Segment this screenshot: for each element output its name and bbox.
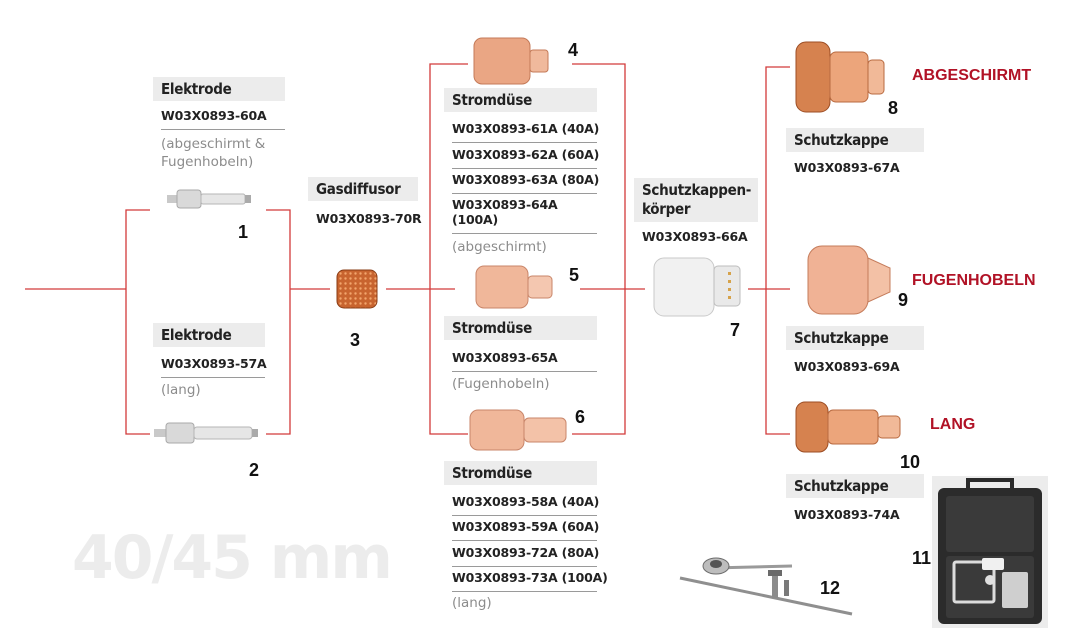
nozzle-5-note: (Fugenhobeln) [452,376,550,392]
shield-cap-10-image[interactable] [794,400,906,454]
nozzle-6-heading: Stromdüse [444,461,597,485]
nozzle-6-note: (lang) [452,595,492,611]
nozzle-5-code: W03X0893-65A [452,350,597,372]
part-number-3: 3 [350,330,361,350]
nozzle-4-code-4: W03X0893-64A (100A) [452,197,597,234]
part-number-7: 7 [730,320,741,340]
shield-cap-9-image[interactable] [806,244,898,316]
shield-body-code: W03X0893-66A [642,229,748,244]
electrode-1-image[interactable] [165,186,255,212]
gas-diffuser-code: W03X0893-70R [316,211,422,226]
tag-lang: LANG [930,416,976,433]
nozzle-4-heading: Stromdüse [444,88,597,112]
tool-case-image[interactable] [932,476,1048,628]
circle-cutting-guide-image[interactable] [676,552,856,618]
size-title: 40/45 mm [72,523,393,593]
nozzle-6-image[interactable] [468,408,570,452]
shield-cap-10-heading: Schutzkappe [786,474,924,498]
shield-cap-9-code: W03X0893-69A [794,359,900,374]
gas-diffuser-image[interactable] [333,266,381,312]
part-number-10: 10 [900,452,921,472]
part-number-1: 1 [238,222,249,242]
electrode-2-image[interactable] [152,418,262,448]
nozzle-4-code-2: W03X0893-62A (60A) [452,147,599,169]
part-number-2: 2 [249,460,260,480]
part-number-8: 8 [888,98,899,118]
nozzle-6-code-2: W03X0893-59A (60A) [452,519,599,541]
shield-cap-10-code: W03X0893-74A [794,507,900,522]
tag-fugenhobeln: FUGENHOBELN [912,272,1036,289]
nozzle-5-image[interactable] [474,264,556,312]
electrode-2-code: W03X0893-57A [161,356,267,378]
nozzle-4-code-3: W03X0893-63A (80A) [452,172,599,194]
part-number-6: 6 [575,407,586,427]
tag-abgeschirmt: ABGESCHIRMT [912,67,1032,84]
shield-cap-8-heading: Schutzkappe [786,128,924,152]
electrode-2-note: (lang) [161,382,201,398]
nozzle-5-heading: Stromdüse [444,316,597,340]
nozzle-6-code-3: W03X0893-72A (80A) [452,545,599,567]
part-number-5: 5 [569,265,580,285]
electrode-2-heading: Elektrode [153,323,265,347]
nozzle-4-code-1: W03X0893-61A (40A) [452,121,599,143]
shield-body-image[interactable] [650,254,746,320]
part-number-9: 9 [898,290,909,310]
part-number-12: 12 [820,578,841,598]
electrode-1-code: W03X0893-60A [161,108,285,130]
electrode-1-note: (abgeschirmt & Fugenhobeln) [161,136,266,170]
part-number-11: 11 [912,548,932,568]
nozzle-4-note: (abgeschirmt) [452,239,547,255]
shield-cap-8-code: W03X0893-67A [794,160,900,175]
shield-body-heading: Schutzkappen- körper [634,178,758,222]
nozzle-6-code-4: W03X0893-73A (100A) [452,570,608,592]
nozzle-6-code-1: W03X0893-58A (40A) [452,494,599,516]
electrode-1-heading: Elektrode [153,77,285,101]
gas-diffuser-heading: Gasdiffusor [308,177,418,201]
part-number-4: 4 [568,40,579,60]
shield-cap-8-image[interactable] [794,38,890,118]
nozzle-4-image[interactable] [472,36,552,88]
shield-cap-9-heading: Schutzkappe [786,326,924,350]
